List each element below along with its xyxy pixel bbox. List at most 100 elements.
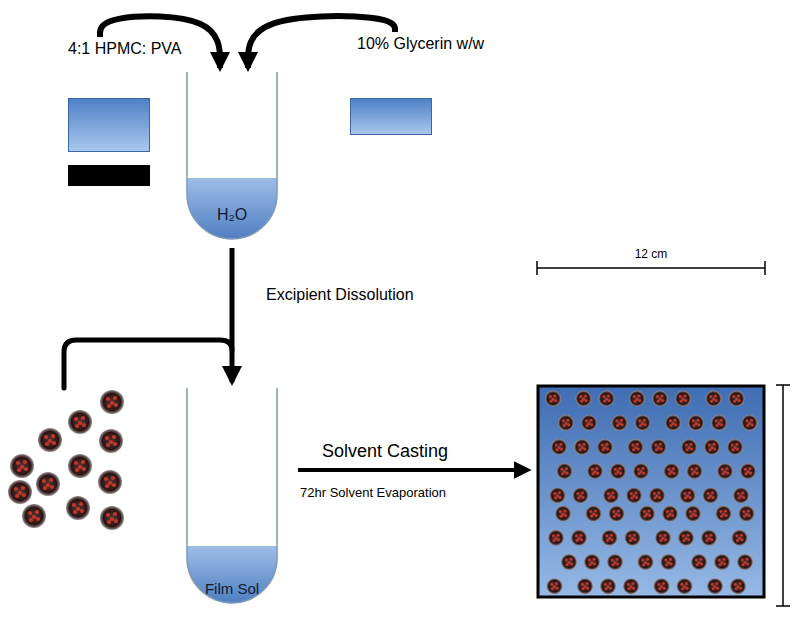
particle — [623, 578, 639, 594]
particle — [649, 487, 665, 503]
particle — [625, 530, 641, 546]
particle — [703, 487, 719, 503]
particle — [551, 439, 567, 455]
particle — [555, 506, 571, 522]
step-label: Solvent Casting — [322, 441, 448, 462]
particle — [685, 506, 701, 522]
particle — [38, 428, 62, 452]
particle — [545, 391, 561, 407]
particle — [100, 506, 124, 530]
ingredient-box: 10% Glycerin w/w — [350, 35, 485, 135]
particle — [612, 415, 628, 431]
particle — [610, 463, 626, 479]
black-bar — [68, 165, 150, 186]
particle — [639, 506, 655, 522]
liquid-label: H₂O — [217, 206, 247, 224]
particle — [8, 480, 32, 504]
particle — [22, 504, 46, 528]
particle — [597, 439, 613, 455]
particle — [687, 463, 703, 479]
particle — [607, 554, 623, 570]
particle — [655, 530, 671, 546]
particle — [36, 472, 60, 496]
particle — [652, 391, 668, 407]
particle — [680, 487, 696, 503]
beaker: Film Sol — [184, 388, 280, 606]
ingredient-box: 4:1 HPMC: PVA — [68, 40, 182, 152]
particle — [716, 506, 732, 522]
particle — [628, 439, 644, 455]
particle — [704, 439, 720, 455]
step-label: 72hr Solvent Evaporation — [300, 485, 446, 500]
particle — [678, 530, 694, 546]
particle-arrow — [64, 340, 232, 388]
particle — [10, 454, 34, 478]
particle — [577, 578, 593, 594]
particle — [587, 463, 603, 479]
ingredient-label: 4:1 HPMC: PVA — [68, 40, 182, 58]
particle — [66, 496, 90, 520]
particle — [581, 415, 597, 431]
ingredient-block — [68, 98, 150, 152]
ingredient-label: 10% Glycerin w/w — [357, 35, 485, 53]
particle — [576, 391, 592, 407]
ingredient-block — [350, 98, 432, 135]
particle — [584, 554, 600, 570]
particle — [740, 463, 756, 479]
particle — [665, 415, 681, 431]
particle — [600, 578, 616, 594]
particle — [664, 463, 680, 479]
particle — [599, 391, 615, 407]
particle — [557, 463, 573, 479]
particle — [100, 390, 124, 414]
particle — [707, 578, 723, 594]
particle — [633, 463, 649, 479]
particle — [662, 506, 678, 522]
particle — [742, 415, 758, 431]
particle — [688, 415, 704, 431]
particle — [68, 410, 92, 434]
casting-arrow — [298, 468, 528, 472]
particle — [706, 391, 722, 407]
particle-group — [8, 390, 758, 594]
particle — [729, 391, 745, 407]
particle — [732, 530, 748, 546]
particle — [737, 554, 753, 570]
particle — [573, 487, 589, 503]
particle — [609, 506, 625, 522]
particle — [733, 487, 749, 503]
particle — [727, 439, 743, 455]
particle — [548, 530, 564, 546]
particle — [675, 391, 691, 407]
beaker-outline — [184, 388, 280, 606]
particle — [629, 391, 645, 407]
particle — [654, 578, 670, 594]
liquid-label: Film Sol — [205, 580, 259, 597]
particle — [561, 554, 577, 570]
particle — [717, 463, 733, 479]
particle — [739, 506, 755, 522]
particle — [714, 554, 730, 570]
cast-film — [538, 386, 764, 597]
particle — [550, 487, 566, 503]
particle — [691, 554, 707, 570]
particle — [558, 415, 574, 431]
particle — [661, 554, 677, 570]
particle — [98, 470, 122, 494]
process-arrow — [230, 248, 235, 382]
particle — [730, 578, 746, 594]
dimension-label: 12 cm — [635, 247, 668, 261]
particle — [681, 439, 697, 455]
particle — [68, 454, 92, 478]
particle — [547, 578, 563, 594]
particle — [603, 487, 619, 503]
particle — [635, 415, 651, 431]
particle — [677, 578, 693, 594]
particle — [701, 530, 717, 546]
particle — [711, 415, 727, 431]
particle — [586, 506, 602, 522]
